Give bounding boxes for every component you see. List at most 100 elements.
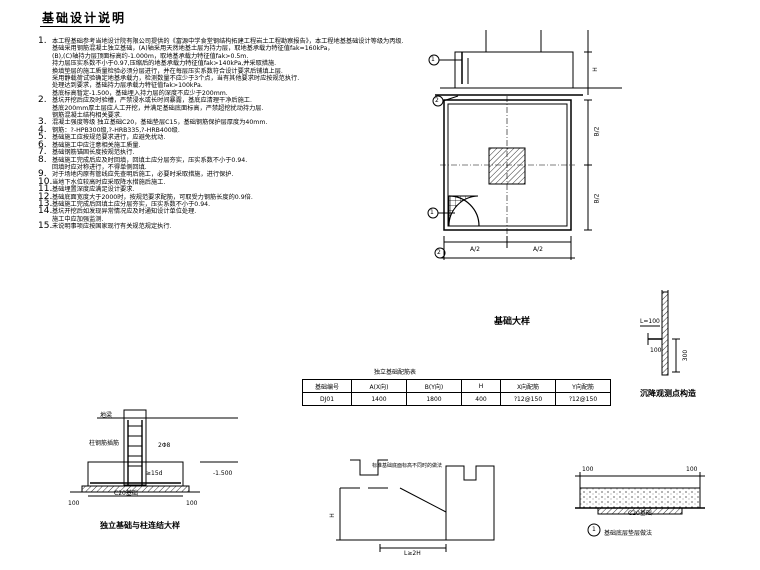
note-line: 7. 基础钢筋锚固长度按规范执行. [38,147,404,158]
note-number: 11. [38,184,53,195]
plan-caption: 基础大样 [494,317,531,327]
note-line: 14.基坑开挖后如发现异常情况应及时通知设计单位处理. [38,206,404,217]
design-notes: 1. 本工程基础参考当地设计院有限公司提供的《富源中学食堂钢结构拓建工程岩土工程勘… [38,36,404,232]
note-line: 13.基础施工完成后回填土应分层夯实，压实系数不小于0.94. [38,198,404,209]
note-number: 5. [38,132,47,143]
note-text: 基底标高暂定-1.500，基础埋入持力层的深度不应少于200mm. [52,89,228,97]
table-cell: ?12@150 [555,392,611,406]
note-number: 7. [38,147,47,158]
dim-a2-left: A/2 [470,246,480,253]
note-number: 12. [38,191,53,202]
note-text: 基础底面宽度大于2000时，按规范要求配筋，可取受力钢筋长度的0.9倍. [52,193,253,201]
dim-b2-top: B/2 [593,126,601,137]
note-text: 基础钢筋锚固长度按规范执行. [52,149,135,157]
note-text: 处理达到要求，基础持力层承载力特征值fak>100kPa. [52,82,203,90]
note-number: 6. [38,139,47,150]
stepped-l: L≥2H [404,550,421,557]
note-line: (B),(C)轴持力层顶面标高约-1.000m，取地基承载力特征值fak>0.5… [38,53,404,60]
note-line: 换填垫层的施工质量检验必须分层进行，并在每层压实系数符合设计要求后铺填上层. [38,68,404,75]
note-line: 回填时应对称进行，不得单侧回填. [38,164,404,171]
cushion-c20: C20基础 [628,510,652,517]
note-line: 钢筋混凝土结构相关要求. [38,112,404,119]
note-line: 5. 基础施工应按规范要求进行，应避免扰动. [38,132,404,143]
label-15d: ≥15d [146,470,163,477]
settlement-caption: 沉降观测点构造 [640,389,696,398]
label-100-b: 100 [186,500,198,507]
foundation-plan [427,30,622,260]
dim-a2-right: A/2 [533,246,543,253]
note-number: 1. [38,36,47,46]
note-number: 8. [38,154,47,165]
marker-2-bottom: 2 [437,249,441,256]
note-text: 基底200mm厚土层应人工开挖，并满足基础底面标高，严禁超挖扰动持力层. [52,104,264,112]
label-elevation: -1.500 [213,470,233,477]
note-number: 10. [38,176,53,187]
label-dowel: 柱钢筋插筋 [89,440,120,447]
note-text: 本工程基础参考当地设计院有限公司提供的《富源中学食堂钢结构拓建工程岩土工程勘察报… [52,38,404,45]
note-text: 换填垫层的施工质量检验必须分层进行，并在每层压实系数符合设计要求后铺填上层. [52,67,283,75]
note-text: 基础埋置深度应满足设计要求. [52,186,135,194]
note-line: 10.当地下水位较高时应采取降水措施后施工. [38,176,404,187]
note-line: 8. 基础施工完成后应及时回填，回填土应分层夯实，压实系数不小于0.94. [38,154,404,165]
column-connection-detail [70,409,238,497]
note-number: 4. [38,124,47,135]
cushion-caption: 基础底层垫层做法 [604,530,653,537]
cushion-marker: 1 [592,526,596,533]
settlement-l1: L=100 [640,318,660,325]
note-line: 4.钢筋：?-HPB300级,?-HRB335,?-HRB400级. [38,124,404,135]
note-number: 14. [38,206,53,217]
note-number: 2. [38,95,47,106]
stepped-base-detail [336,459,495,552]
note-text: 基坑开挖后如发现异常情况应及时通知设计单位处理. [52,208,197,216]
settlement-l2: 100 [650,347,662,354]
note-line: 处理达到要求，基础持力层承载力特征值fak>100kPa. [38,82,404,89]
title-underline [40,26,110,27]
note-line: 施工中应加强监测. [38,216,404,223]
page-title: 基础设计说明 [42,11,127,25]
note-text: 基坑开挖后应及时验槽，严禁浸水或长时间暴露，基底应清理干净后施工. [52,97,252,105]
note-text: 混凝土强度等级 独立基础C20，基础垫层C15，基础钢筋保护层厚度为40mm. [52,119,268,127]
note-text: 基础采用钢筋混凝土独立基础，(A)轴采用天然地基土层为持力层，取地基承载力特征值… [52,45,334,53]
note-text: 基础施工完成后应及时回填，回填土应分层夯实，压实系数不小于0.94. [52,156,248,164]
note-line: 6. 基础施工中应注意相关施工质量. [38,139,404,150]
note-line: 基底200mm厚土层应人工开挖，并满足基础底面标高，严禁超挖扰动持力层. [38,105,404,112]
note-line: 12.基础底面宽度大于2000时，按规范要求配筋，可取受力钢筋长度的0.9倍. [38,191,404,202]
note-text: 持力层压实系数不小于0.97,压缩后的地基承载力特征值fak>140kPa,并采… [52,60,277,68]
dim-h: H [591,67,599,72]
note-text: 未说明事项应按国家现行有关规范规定执行. [52,223,172,231]
note-line: 基底标高暂定-1.500，基础埋入持力层的深度不应少于200mm. [38,90,404,97]
note-line: 持力层压实系数不小于0.97,压缩后的地基承载力特征值fak>140kPa,并采… [38,60,404,67]
note-number: 13. [38,198,53,209]
label-c20-left: C20基础 [114,490,138,497]
note-text: 基础施工中应注意相关施工质量. [52,141,141,149]
note-number: 3. [38,117,47,128]
stepped-h: H [328,513,336,518]
settlement-detail [640,290,680,376]
note-number: 9. [38,169,47,180]
note-text: 当地下水位较高时应采取降水措施后施工. [52,178,166,186]
note-line: 3. 混凝土强度等级 独立基础C20，基础垫层C15，基础钢筋保护层厚度为40mm… [38,117,404,128]
note-line: 15.未说明事项应按国家现行有关规范规定执行. [38,221,404,232]
note-number: 15. [38,221,53,232]
note-text: 钢筋混凝土结构相关要求. [52,112,123,120]
marker-1-side: 1 [430,209,434,216]
table-cell: ?12@150 [500,392,556,406]
note-line: 9. 对于场地内原有管线应先查明后施工，必要时采取措施，进行保护. [38,169,404,180]
note-text: 施工中应加强监测. [52,215,104,223]
marker-2-top: 2 [435,97,439,104]
table-title: 独立基础配筋表 [374,369,417,376]
note-text: 对于场地内原有管线应先查明后施工，必要时采取措施，进行保护. [52,171,234,179]
marker-1-top: 1 [431,56,435,63]
label-2phi8: 2Φ8 [158,442,171,449]
note-text: 回填时应对称进行，不得单侧回填. [52,163,147,171]
cushion-100-a: 100 [582,466,594,473]
note-text: 基础施工完成后回填土应分层夯实，压实系数不小于0.94. [52,200,211,208]
note-text: (B),(C)轴持力层顶面标高约-1.000m，取地基承载力特征值fak>0.5… [52,52,249,60]
note-line: 采用静载荷试验确定地基承载力，检测数量不应少于3个点，当有其他要求时应按规范执行… [38,75,404,82]
note-text: 基础施工应按规范要求进行，应避免扰动. [52,134,166,142]
stepped-note: 标准基础底面标高不同时的做法 [372,463,443,469]
note-line: 2. 基坑开挖后应及时验槽，严禁浸水或长时间暴露，基底应清理干净后施工. [38,95,404,106]
note-line: 11.基础埋置深度应满足设计要求. [38,184,404,195]
